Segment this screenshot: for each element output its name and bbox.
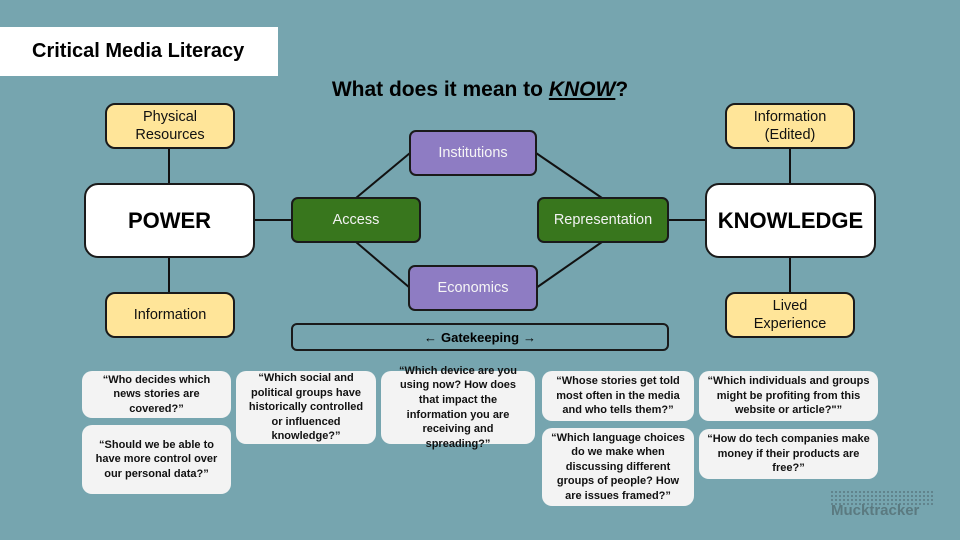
logo-wordmark: Mucktracker xyxy=(831,502,920,519)
node-label: POWER xyxy=(127,207,212,233)
gatekeeping-bar: ← Gatekeeping → xyxy=(291,323,669,351)
node-label: KNOWLEDGE xyxy=(717,207,864,233)
node-economics: Economics xyxy=(408,265,538,311)
node-power: POWER xyxy=(84,183,255,258)
node-label: Access xyxy=(332,211,380,228)
diagram-heading: What does it mean to KNOW? xyxy=(0,78,960,102)
question-text: “Who decides which news stories are cove… xyxy=(102,373,211,415)
logo-dots-icon xyxy=(830,490,934,506)
mucktracker-logo: Mucktracker xyxy=(830,490,940,530)
question-card: “Which language choices do we make when … xyxy=(542,428,694,506)
question-text: “Whose stories get told most often in th… xyxy=(556,375,680,417)
heading-suffix: ? xyxy=(615,78,629,101)
page-title: Critical Media Literacy xyxy=(32,40,245,62)
question-card: “Which social and political groups have … xyxy=(236,371,376,444)
question-text: “Which social and political groups have … xyxy=(248,372,364,443)
question-card: “Should we be able to have more control … xyxy=(82,425,231,494)
question-card: “Whose stories get told most often in th… xyxy=(542,371,694,421)
node-label: Physical Resources xyxy=(135,108,205,143)
node-label: Information xyxy=(133,306,207,323)
connector-access-economics xyxy=(355,241,411,289)
heading-emphasis: KNOW xyxy=(548,78,616,101)
arrow-right-icon: → xyxy=(523,329,537,345)
gatekeeping-label: Gatekeeping xyxy=(440,329,520,345)
connector-institutions-representation xyxy=(535,152,603,199)
title-banner: Critical Media Literacy xyxy=(0,27,278,76)
node-label: Information (Edited) xyxy=(753,108,827,143)
node-physical-resources: Physical Resources xyxy=(105,103,235,149)
connector-economics-representation xyxy=(535,241,603,289)
heading-prefix: What does it mean to xyxy=(331,78,549,101)
node-information-edited: Information (Edited) xyxy=(725,103,855,149)
node-institutions: Institutions xyxy=(409,130,537,176)
question-card: “Which device are you using now? How doe… xyxy=(381,365,535,450)
question-text: “Should we be able to have more control … xyxy=(95,438,218,480)
question-text: “Which device are you using now? How doe… xyxy=(399,364,517,450)
node-label: Lived Experience xyxy=(753,297,827,332)
question-card: “Which individuals and groups might be p… xyxy=(699,371,878,421)
question-card: “Who decides which news stories are cove… xyxy=(82,371,231,418)
question-text: “How do tech companies make money if the… xyxy=(707,433,870,475)
node-information: Information xyxy=(105,292,235,338)
node-label: Economics xyxy=(437,279,509,296)
question-text: “Which individuals and groups might be p… xyxy=(707,375,870,417)
node-label: Representation xyxy=(553,211,653,228)
node-knowledge: KNOWLEDGE xyxy=(705,183,876,258)
question-card: “How do tech companies make money if the… xyxy=(699,429,878,479)
node-representation: Representation xyxy=(537,197,669,243)
node-label: Institutions xyxy=(438,144,508,161)
question-text: “Which language choices do we make when … xyxy=(551,431,685,502)
node-access: Access xyxy=(291,197,421,243)
arrow-left-icon: ← xyxy=(423,329,437,345)
connector-access-institutions xyxy=(355,152,411,199)
node-lived-experience: Lived Experience xyxy=(725,292,855,338)
